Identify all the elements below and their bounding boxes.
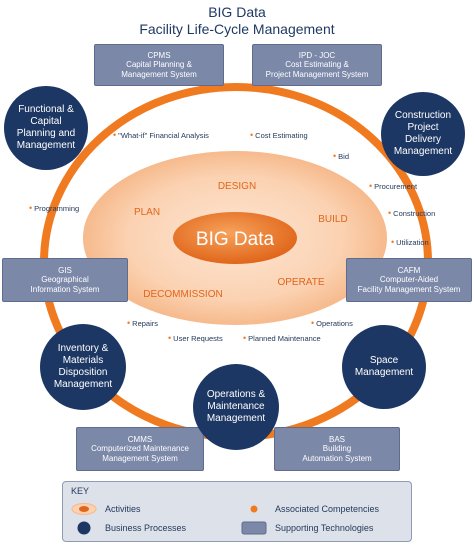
legend-item-supporting-technologies: Supporting Technologies bbox=[241, 521, 373, 535]
competency-item: •Programming bbox=[29, 203, 80, 213]
competency-item: •Procurement bbox=[369, 181, 418, 191]
bullet-dot-icon: • bbox=[311, 318, 315, 328]
competency-item: •User Requests bbox=[168, 333, 223, 343]
bullet-dot-icon: • bbox=[250, 130, 254, 140]
tech-cpms: CPMS Capital Planning & Management Syste… bbox=[94, 44, 224, 86]
legend-key: KEY Activities Business Processes Associ… bbox=[62, 481, 412, 542]
center-label: BIG Data bbox=[196, 229, 275, 250]
competency-item: •Construction bbox=[388, 208, 436, 218]
bullet-dot-icon: • bbox=[388, 208, 392, 218]
competency-item: •Planned Maintenance bbox=[243, 333, 321, 343]
tech-bas: BAS Building Automation System bbox=[274, 427, 400, 471]
process-space-management: Space Management bbox=[342, 325, 426, 409]
activities-swatch-icon bbox=[71, 503, 97, 515]
legend-item-associated-competencies: Associated Competencies bbox=[241, 503, 379, 515]
bullet-dot-icon: • bbox=[333, 151, 337, 161]
competency-item: •Repairs bbox=[127, 318, 158, 328]
activity-operate: OPERATE bbox=[277, 277, 324, 288]
legend-item-business-processes: Business Processes bbox=[71, 521, 186, 535]
bullet-dot-icon: • bbox=[391, 237, 395, 247]
diagram-title: BIG Data bbox=[208, 4, 266, 20]
bullet-dot-icon: • bbox=[127, 318, 131, 328]
process-inventory-materials: Inventory & Materials Disposition Manage… bbox=[40, 324, 126, 410]
activity-plan: PLAN bbox=[134, 207, 160, 218]
competency-swatch-icon bbox=[250, 505, 258, 513]
process-functional-capital-planning: Functional & Capital Planning and Manage… bbox=[4, 86, 88, 170]
center-ellipse bbox=[173, 212, 297, 264]
diagram-subtitle: Facility Life-Cycle Management bbox=[139, 21, 335, 37]
process-operations-maintenance: Operations & Maintenance Management bbox=[193, 364, 279, 450]
activity-build: BUILD bbox=[318, 214, 347, 225]
competency-item: •Cost Estimating bbox=[250, 130, 308, 140]
tech-gis: GIS Geographical Information System bbox=[2, 258, 128, 302]
competency-item: •"What-if" Financial Analysis bbox=[113, 130, 209, 140]
tech-cmms: CMMS Computerized Maintenance Management… bbox=[76, 427, 204, 471]
process-construction-project-delivery: Construction Project Delivery Management bbox=[381, 92, 465, 176]
legend-title: KEY bbox=[71, 486, 90, 496]
tech-cafm: CAFM Computer-Aided Facility Management … bbox=[346, 258, 472, 302]
bullet-dot-icon: • bbox=[369, 181, 373, 191]
competency-item: •Bid bbox=[333, 151, 349, 161]
activity-design: DESIGN bbox=[218, 181, 256, 192]
technology-swatch-icon bbox=[241, 521, 267, 535]
bullet-dot-icon: • bbox=[113, 130, 117, 140]
legend-item-activities: Activities bbox=[71, 503, 141, 515]
competency-item: •Utilization bbox=[391, 237, 429, 247]
activity-decommission: DECOMMISSION bbox=[143, 289, 222, 300]
bullet-dot-icon: • bbox=[29, 203, 33, 213]
competency-item: •Operations bbox=[311, 318, 353, 328]
tech-ipd-joc: IPD - JOC Cost Estimating & Project Mana… bbox=[252, 44, 382, 86]
bullet-dot-icon: • bbox=[168, 333, 172, 343]
bullet-dot-icon: • bbox=[243, 333, 247, 343]
business-process-swatch-icon bbox=[77, 521, 91, 535]
